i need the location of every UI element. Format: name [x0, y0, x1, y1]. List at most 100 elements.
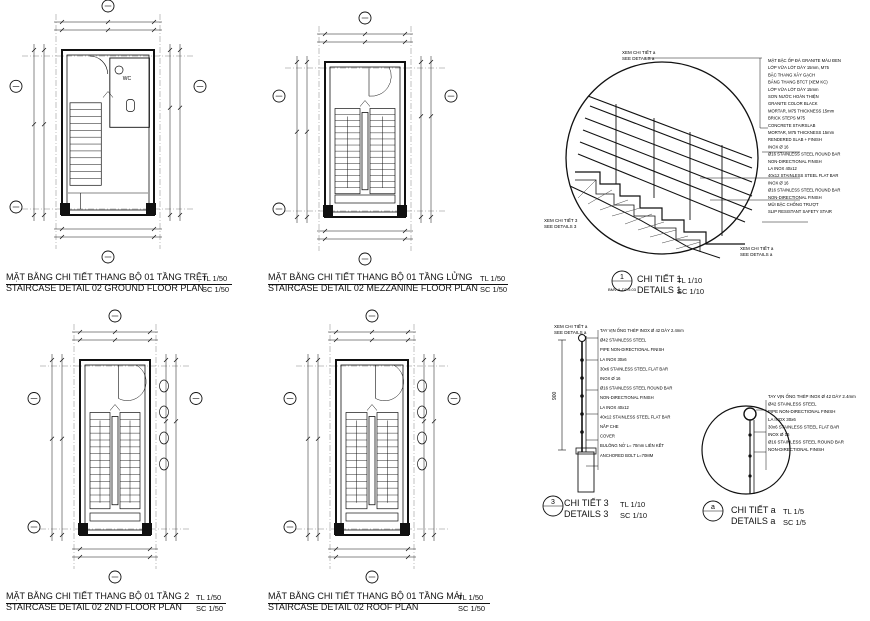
detail-a-section: TAY VỊN ỐNG THÉP INOX Ø 42 DÀY 2.4mmØ42 … — [701, 394, 856, 495]
dimension-tick — [173, 357, 179, 363]
dimension-tick — [59, 226, 65, 232]
note-text: Ø42 STAINLESS STEEL — [600, 338, 647, 343]
dimension-tick — [105, 27, 111, 33]
column — [397, 205, 407, 217]
dimension-tick — [177, 47, 183, 53]
inner-wall — [66, 54, 150, 211]
note-text: NON-DIRECTIONAL FINISH — [768, 447, 824, 452]
note-text: INOX Ø 16 — [600, 376, 621, 381]
landing — [334, 194, 396, 204]
note-text: LA INOX 30x6 — [600, 357, 627, 362]
note-text: PIPE NON-DIRECTIONAL FINISH — [600, 347, 664, 352]
detail-scale-vn: TL 1/5 — [783, 507, 804, 516]
dimension-tick — [147, 554, 153, 560]
wc-label: WC — [123, 76, 132, 82]
dimension-tick — [31, 212, 37, 218]
note-text: Ø16 STAINLESS STEEL ROUND BAR — [600, 386, 672, 391]
detail-mark-number: 1 — [620, 274, 624, 281]
plan-scale-vn: TL 1/50 — [202, 274, 228, 283]
dimension-tick — [418, 59, 424, 65]
plan-scale-en: SC 1/50 — [196, 604, 224, 613]
outer-wall — [61, 49, 155, 216]
note-text: BẢNG THANG BTCT (XEM KC) — [768, 80, 828, 85]
note-text: MORTAR, M75 THICKNESS 15mm — [768, 130, 835, 135]
detail-title-en: DETAILS a — [731, 516, 776, 526]
note-text: LA INOX 30x6 — [768, 417, 796, 422]
section-marker — [102, 91, 114, 98]
dimension-tick — [77, 329, 83, 335]
title-underline — [6, 284, 232, 285]
dimension-tick — [31, 122, 37, 127]
dimension-tick — [105, 19, 111, 25]
outer-wall — [79, 359, 151, 536]
plan-title-vn: MẶT BẰNG CHI TIẾT THANG BỘ 01 TẦNG 2 — [6, 591, 190, 601]
inner-wall — [329, 66, 401, 213]
dimension-tick — [431, 532, 437, 538]
dimension-tick — [362, 39, 368, 45]
dimension-tick — [167, 212, 173, 218]
dimension-tick — [428, 114, 434, 119]
section-marker — [359, 100, 371, 107]
dimension-tick — [304, 214, 310, 220]
detail3-height: 900 — [552, 391, 558, 400]
basin-icon — [114, 65, 124, 75]
dimension-tick — [402, 31, 408, 37]
dimension-tick — [333, 546, 339, 552]
title-underline — [268, 284, 508, 285]
plan-title-en: STAIRCASE DETAIL 02 ROOF PLAN — [268, 602, 419, 612]
detail-mark-number: a — [711, 504, 715, 511]
plan-title-vn: MẶT BẰNG CHI TIẾT THANG BỘ 01 TẦNG LỬNG — [268, 272, 473, 282]
dimension-tick — [59, 436, 65, 441]
detail-scale-en: SC 1/10 — [677, 287, 705, 296]
dimension-tick — [322, 228, 328, 234]
section-marker — [366, 404, 378, 411]
plan-title-en: STAIRCASE DETAIL 02 2ND FLOOR PLAN — [6, 602, 182, 612]
dimension-tick — [333, 337, 339, 343]
plan-scale-vn: TL 1/50 — [480, 274, 506, 283]
detail-scale-vn: TL 1/10 — [677, 276, 703, 285]
detail3-ref-en: SEE DETAILS a — [554, 330, 587, 335]
fixture-icon — [159, 457, 169, 471]
wc-room — [109, 57, 150, 128]
staircase-plan — [27, 309, 203, 584]
detail3-notes: TAY VỊN ỐNG THÉP INOX Ø 42 DÀY 2.4mmØ42 … — [600, 328, 684, 458]
fixture-icon — [417, 405, 427, 419]
column — [334, 523, 344, 535]
dimension-tick — [167, 47, 173, 53]
detail-1-section: XEM CHI TIẾT a SEE DETAILS a XEM CHI TIẾ… — [544, 49, 841, 259]
note-text: SƠN NƯỚC HOÀN THIỆN — [768, 94, 819, 99]
detail-title-en: DETAILS 1 — [637, 285, 682, 295]
detail-title-vn: CHI TIẾT a — [731, 505, 776, 515]
staircase-plan: WC — [9, 0, 207, 264]
dimension-tick — [304, 59, 310, 65]
detail1-sheet-ref: BMV-A-DT-5.03 — [608, 287, 637, 292]
dimension-tick — [163, 419, 169, 424]
note-text: COVER — [600, 434, 615, 439]
dimension-tick — [428, 59, 434, 65]
note-text: INOX Ø 16 — [768, 432, 790, 437]
note-text: GRANITE COLOR BLACK — [768, 101, 818, 106]
dimension-tick — [322, 31, 328, 37]
detail-title-a: CHI TIẾT a DETAILS a TL 1/5 SC 1/5 — [731, 505, 806, 527]
column — [78, 523, 88, 535]
plan-title-en: STAIRCASE DETAIL 02 GROUND FLOOR PLAN — [6, 283, 204, 293]
detail-scale-vn: TL 1/10 — [620, 500, 646, 509]
dimension-tick — [31, 47, 37, 53]
dimension-tick — [322, 39, 328, 45]
door-swing — [368, 66, 392, 97]
note-text: NON-DIRECTIONAL FINISH — [768, 195, 822, 200]
note-text: NON-DIRECTIONAL FINISH — [768, 159, 822, 164]
plan-scale-en: SC 1/50 — [480, 285, 508, 294]
dimension-tick — [49, 532, 55, 538]
detail-mark-number: 3 — [551, 499, 555, 506]
plan-title-vn: MẶT BẰNG CHI TIẾT THANG BỘ 01 TẦNG MÁI — [268, 591, 463, 601]
dimension-tick — [305, 357, 311, 363]
dimension-tick — [362, 31, 368, 37]
dimension-tick — [421, 532, 427, 538]
dimension-tick — [369, 329, 375, 335]
dimension-tick — [405, 329, 411, 335]
plan-title-ground: MẶT BẰNG CHI TIẾT THANG BỘ 01 TẦNG TRỆT … — [6, 272, 229, 294]
dimension-tick — [163, 357, 169, 363]
